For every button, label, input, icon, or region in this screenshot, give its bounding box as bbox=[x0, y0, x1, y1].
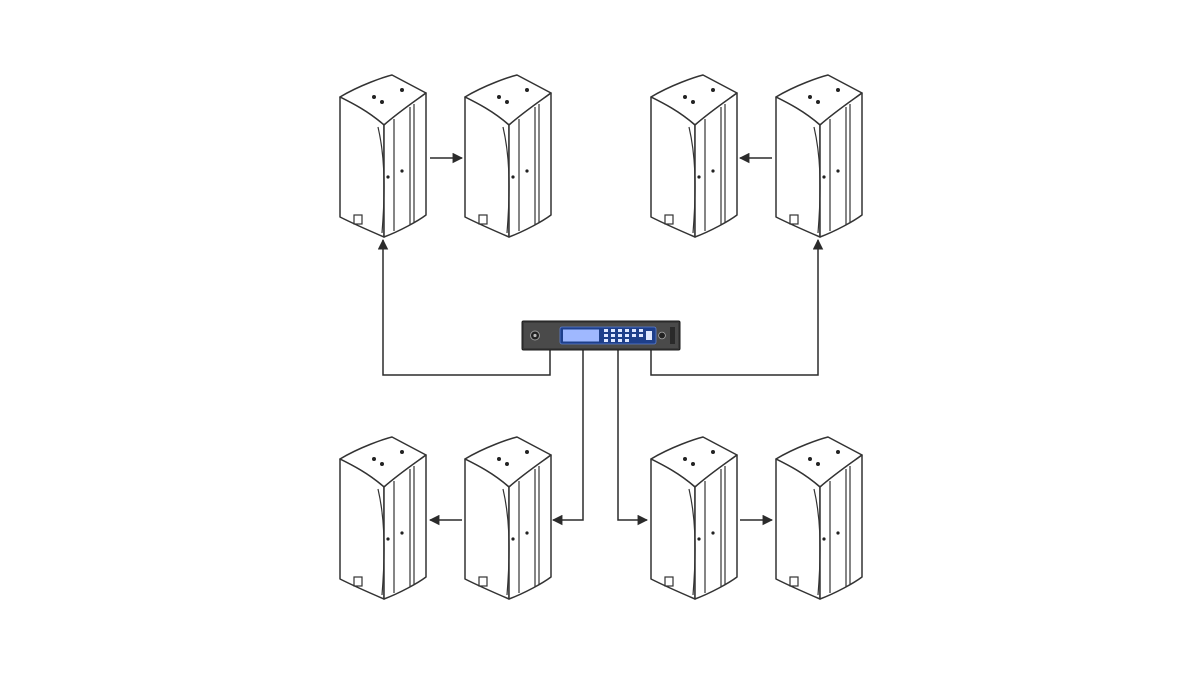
loudspeaker-icon bbox=[775, 436, 863, 600]
wire-processor-to-top-right bbox=[650, 238, 824, 376]
rack-processor-icon bbox=[521, 320, 681, 351]
loudspeaker-icon bbox=[775, 74, 863, 238]
loudspeaker-icon bbox=[650, 436, 738, 600]
speaker-bottom-right-1 bbox=[650, 436, 738, 600]
speaker-top-left-1 bbox=[339, 74, 427, 238]
speaker-bottom-left-2 bbox=[464, 436, 552, 600]
speaker-bottom-right-2 bbox=[775, 436, 863, 600]
loudspeaker-icon bbox=[339, 436, 427, 600]
speaker-top-left-2 bbox=[464, 74, 552, 238]
speaker-top-right-2 bbox=[775, 74, 863, 238]
wire-processor-to-bottom-right bbox=[617, 350, 649, 526]
connection-wires bbox=[377, 152, 824, 526]
loudspeaker-icon bbox=[650, 74, 738, 238]
loudspeaker-icon bbox=[464, 436, 552, 600]
rack-processor bbox=[521, 320, 681, 351]
speaker-bottom-left-1 bbox=[339, 436, 427, 600]
loudspeaker-icon bbox=[464, 74, 552, 238]
wire-processor-to-top-left bbox=[377, 238, 551, 376]
wire-processor-to-bottom-left bbox=[551, 350, 584, 526]
loudspeaker-icon bbox=[339, 74, 427, 238]
speaker-top-right-1 bbox=[650, 74, 738, 238]
